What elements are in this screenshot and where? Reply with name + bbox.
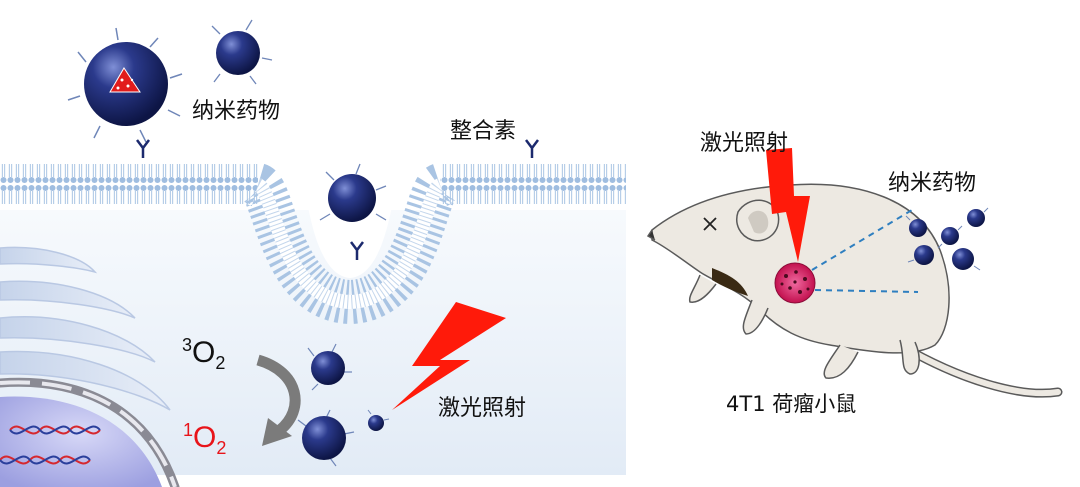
nanodrug-label-left: 纳米药物 xyxy=(192,99,281,124)
golgi-apparatus xyxy=(0,246,171,411)
nanodrug-label-right: 纳米药物 xyxy=(888,171,977,196)
nanoparticle-icon xyxy=(67,27,183,143)
cell-membrane xyxy=(0,162,626,325)
nanoparticle-icon xyxy=(297,409,355,467)
nanoparticle-icon xyxy=(905,207,989,271)
laser-bolt-icon xyxy=(766,148,810,262)
nanoparticle-icon xyxy=(319,163,387,222)
zoom-lines xyxy=(811,209,919,293)
tumor-icon xyxy=(774,262,816,304)
laser-label-right: 激光照射 xyxy=(700,131,789,156)
mouse-caption: 4T1 荷瘤小鼠 xyxy=(726,392,857,416)
nucleus xyxy=(0,396,162,487)
nanoparticle-icon xyxy=(367,409,390,431)
laser-bolt-icon xyxy=(392,302,506,410)
triplet-oxygen-label: 3O2 xyxy=(182,335,226,373)
arrow-curved-icon xyxy=(256,354,301,446)
singlet-oxygen-label: 1O2 xyxy=(183,420,227,458)
nanoparticle-icon xyxy=(211,19,273,85)
laser-label-left: 激光照射 xyxy=(438,396,527,421)
dna-helix-icon xyxy=(0,425,101,465)
nanoparticle-icon xyxy=(307,343,352,391)
integrin-label: 整合素 xyxy=(450,119,517,144)
integrin-receptor-icon xyxy=(136,139,539,260)
